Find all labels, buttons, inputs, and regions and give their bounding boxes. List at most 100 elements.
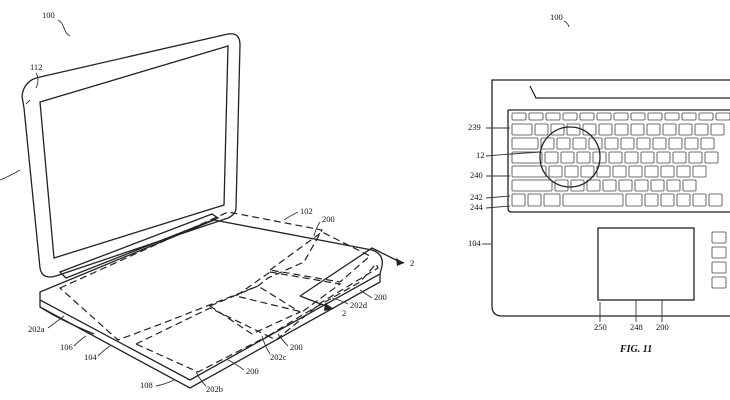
key <box>650 179 665 192</box>
key <box>662 123 677 136</box>
key <box>580 165 595 178</box>
key <box>624 151 639 164</box>
display-screen <box>39 45 229 259</box>
base-bottom-contour <box>39 306 95 335</box>
key-function <box>596 112 612 121</box>
key <box>614 123 629 136</box>
leader-102 <box>283 211 299 221</box>
key-space <box>562 193 624 207</box>
key <box>644 165 659 178</box>
key <box>511 151 543 164</box>
key <box>534 123 549 136</box>
label-202a: 202a <box>28 324 45 334</box>
label-248: 248 <box>630 322 643 332</box>
dashed-region-keyboard <box>58 211 323 341</box>
section-line-upper <box>299 247 397 297</box>
leader-100-left <box>57 19 71 37</box>
key-function <box>545 112 561 121</box>
key-function <box>613 112 629 121</box>
key <box>608 151 623 164</box>
section-line-lower <box>299 295 327 307</box>
label-200-low: 200 <box>246 366 259 376</box>
label-200-right: 200 <box>656 322 669 332</box>
label-108: 108 <box>140 380 153 390</box>
key <box>543 193 561 207</box>
base-front-edge <box>39 274 381 389</box>
key <box>660 193 675 207</box>
key <box>576 151 591 164</box>
key-function <box>715 112 730 121</box>
leader-202a <box>47 315 65 329</box>
label-112: 112 <box>30 62 42 72</box>
key <box>644 193 659 207</box>
leader-112 <box>35 72 39 89</box>
key <box>694 123 709 136</box>
label-102: 102 <box>300 206 313 216</box>
leader-left-edge <box>0 169 21 181</box>
label-ref-100-right: 100 <box>550 12 563 22</box>
label-200-mid: 200 <box>290 342 303 352</box>
label-200-top: 200 <box>322 214 335 224</box>
key <box>634 179 649 192</box>
key <box>511 165 547 178</box>
side-key <box>711 231 727 244</box>
section-arrowhead-upper <box>396 258 404 266</box>
key <box>656 151 671 164</box>
key <box>640 151 655 164</box>
key <box>636 137 651 150</box>
leader-242 <box>485 195 511 199</box>
key <box>596 165 611 178</box>
key-function <box>647 112 663 121</box>
label-202d: 202d <box>350 300 368 310</box>
key-function <box>681 112 697 121</box>
leader-12 <box>485 151 541 157</box>
base-top-surface <box>39 219 383 381</box>
key <box>652 137 667 150</box>
laptop-top-view-figure: 100 239 12 240 242 244 104 250 <box>468 12 730 355</box>
key <box>625 193 643 207</box>
label-240: 240 <box>470 170 483 180</box>
highlight-circle <box>539 126 601 188</box>
keyboard-keys <box>511 112 730 207</box>
key-function <box>528 112 544 121</box>
key <box>630 123 645 136</box>
leader-200-low <box>227 359 245 371</box>
key-function <box>698 112 714 121</box>
key <box>566 123 581 136</box>
key <box>692 165 707 178</box>
leader-244 <box>485 205 511 209</box>
side-key <box>711 276 727 289</box>
leader-200-mid <box>277 333 289 347</box>
key <box>604 137 619 150</box>
key <box>700 137 715 150</box>
key <box>572 137 587 150</box>
key-function <box>562 112 578 121</box>
label-244: 244 <box>470 202 484 212</box>
key-function <box>511 112 527 121</box>
label-242: 242 <box>470 192 483 202</box>
leader-106 <box>73 335 87 347</box>
label-section-2-bottom: 2 <box>342 308 346 318</box>
dashed-region-right-panel <box>234 271 342 313</box>
key <box>586 179 601 192</box>
label-202b: 202b <box>206 384 223 394</box>
label-section-2-top: 2 <box>410 258 414 268</box>
key <box>560 151 575 164</box>
key-function <box>630 112 646 121</box>
key <box>527 193 542 207</box>
side-key <box>711 261 727 274</box>
key <box>588 137 603 150</box>
key <box>618 179 633 192</box>
key <box>602 179 617 192</box>
label-106: 106 <box>60 342 73 352</box>
key <box>582 123 597 136</box>
leader-108 <box>155 379 175 387</box>
key <box>684 137 699 150</box>
key <box>511 137 539 150</box>
side-keys <box>711 231 727 289</box>
trackpad <box>597 227 695 301</box>
figure-caption: FIG. 11 <box>619 344 652 355</box>
laptop-perspective-figure: 100 112 2 2 102 <box>0 10 414 394</box>
